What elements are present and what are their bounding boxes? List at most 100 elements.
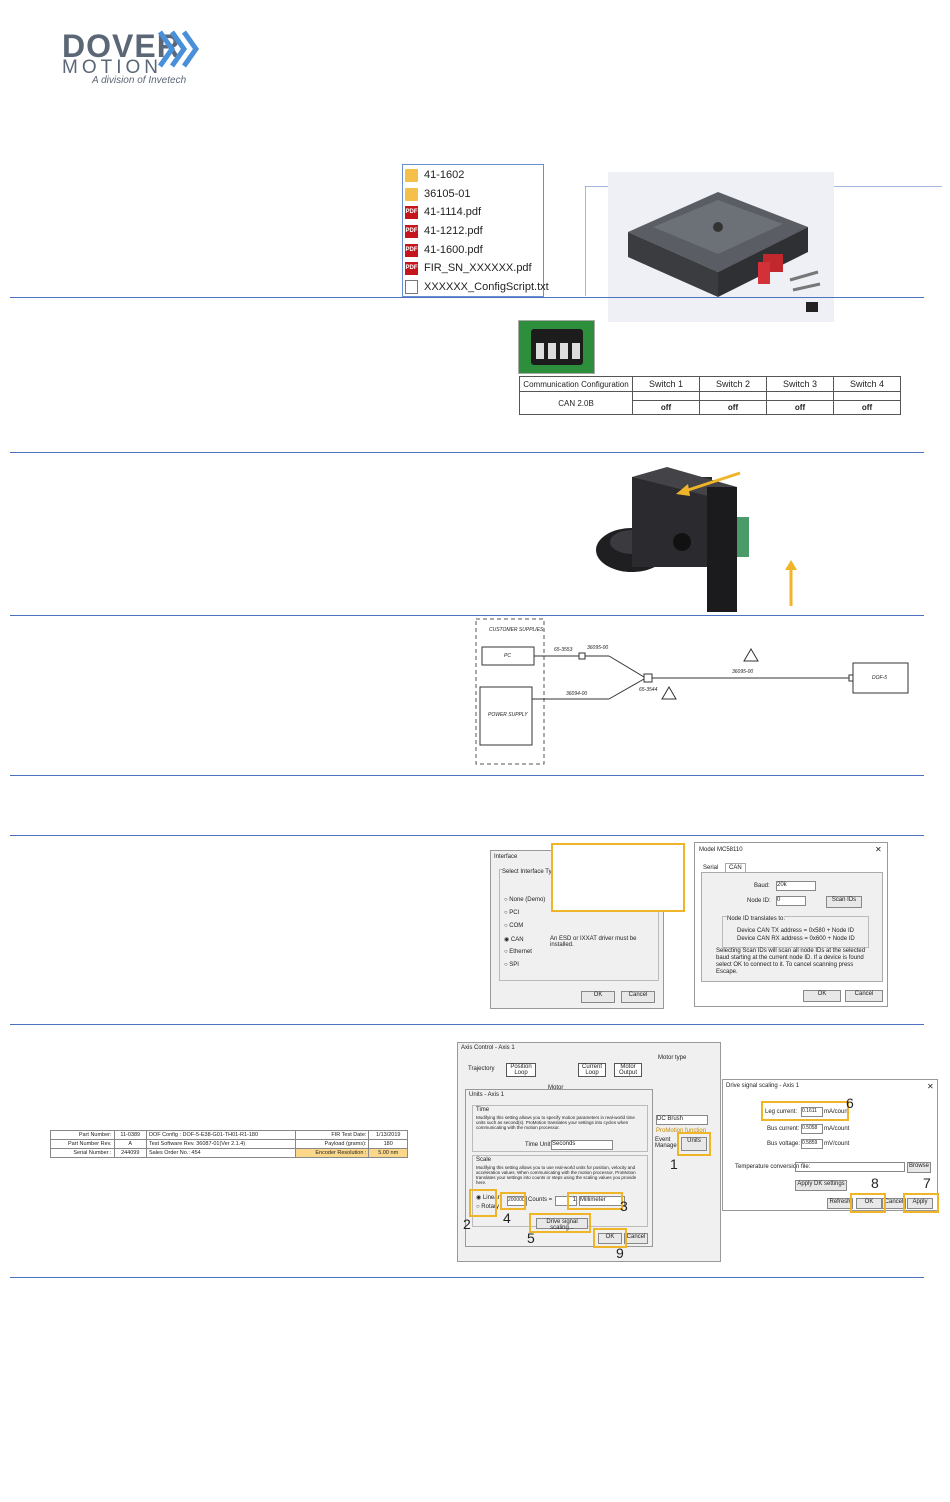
label-pc: PC (504, 653, 511, 659)
table-cell: off (632, 400, 700, 415)
step-number: 1 (670, 1156, 678, 1172)
window-title: Axis Control - Axis 1 (461, 1045, 515, 1051)
table-header: Communication Configuration (519, 376, 633, 392)
folder-icon (405, 168, 418, 182)
radio-pci[interactable]: ○ PCI (504, 910, 520, 916)
cancel-button[interactable]: Cancel (882, 1198, 906, 1209)
table-cell (833, 391, 901, 401)
ok-button[interactable]: OK (856, 1198, 882, 1209)
pdf-icon: PDF (405, 224, 418, 238)
tab-serial[interactable]: Serial (703, 865, 719, 871)
highlight-leg-current (761, 1101, 849, 1121)
radio-can[interactable]: ◉ CAN (504, 937, 524, 943)
scale-group: Scale Modifying this setting allows you … (472, 1155, 648, 1227)
table-row: Part Number: 11-0389 DOF Config : DOF-5-… (50, 1130, 408, 1140)
tab-can[interactable]: CAN (725, 863, 746, 872)
radio-rotary[interactable]: ○ Rotary (476, 1204, 499, 1210)
apply-button[interactable]: Apply (907, 1198, 933, 1209)
stage-mount-image (592, 462, 762, 614)
pdf-icon: PDF (405, 205, 418, 219)
stage-render-image (608, 172, 834, 322)
node-id-stepper[interactable]: 0 (776, 896, 806, 906)
radio-com[interactable]: ○ COM (504, 923, 524, 929)
dialog-title: Interface (494, 854, 518, 860)
can-note: An ESD or IXXAT driver must be installed… (550, 936, 637, 948)
cancel-button[interactable]: Cancel (624, 1233, 648, 1244)
dialog-title: Model MC58110 (699, 847, 743, 853)
highlight-unit-select (567, 1192, 623, 1210)
table-cell (766, 391, 834, 401)
arrow-up-icon (783, 560, 799, 613)
radio-none[interactable]: ○ None (Demo) (504, 897, 546, 903)
table-header: Switch 3 (766, 376, 834, 392)
model-dialog: Model MC58110 ✕ Serial CAN Baud: 20k Nod… (694, 842, 888, 1007)
unit-select[interactable]: Millimeter (579, 1196, 625, 1206)
scan-note: Selecting Scan IDs will scan all node ID… (716, 948, 866, 975)
leg-current-input[interactable]: 0.1611 (801, 1107, 823, 1117)
highlight-counts (500, 1192, 526, 1210)
bus-current-input[interactable]: 0.5058 (801, 1124, 823, 1134)
highlight-ok (593, 1228, 627, 1248)
section-divider (10, 835, 924, 836)
table-header: Switch 4 (833, 376, 901, 392)
ok-button[interactable]: OK (598, 1233, 622, 1244)
apply-dk-settings-button[interactable]: Apply DK settings (795, 1180, 847, 1191)
close-icon[interactable]: ✕ (927, 1082, 934, 1091)
ok-button[interactable]: OK (803, 990, 841, 1002)
part-info-table: Part Number: 11-0389 DOF Config : DOF-5-… (50, 1130, 408, 1158)
cancel-button[interactable]: Cancel (845, 990, 883, 1002)
temp-file-input[interactable] (795, 1162, 905, 1172)
can-panel: Baud: 20k Node ID: 0 Scan IDs Node ID tr… (701, 872, 883, 982)
section-divider (10, 775, 924, 776)
table-cell (699, 391, 767, 401)
dialog-title: Units - Axis 1 (469, 1092, 505, 1098)
table-header: Switch 1 (632, 376, 700, 392)
scan-ids-button[interactable]: Scan IDs (826, 896, 862, 908)
dialog-title: Drive signal scaling - Axis 1 (726, 1083, 800, 1089)
bus-voltage-input[interactable]: 0.5859 (801, 1139, 823, 1149)
step-number: 4 (503, 1210, 511, 1226)
dc-brush-select[interactable]: DC Brush (656, 1115, 708, 1125)
radio-linear[interactable]: ◉ Linear (476, 1195, 500, 1201)
baud-select[interactable]: 20k (776, 881, 816, 891)
file-item-folder[interactable]: 41-1602 (405, 166, 464, 184)
axis-diagram: Trajectory Position Loop Current Loop Mo… (468, 1055, 687, 1091)
file-item-txt[interactable]: XXXXXX_ConfigScript.txt (405, 278, 549, 296)
refresh-button[interactable]: Refresh (827, 1198, 853, 1209)
label-cable: 36095-00 (587, 645, 609, 651)
callout-box (551, 843, 685, 912)
logo-chevron-icon (157, 30, 202, 73)
event-manager-label: Event Manager (655, 1137, 679, 1149)
node-translate-group: Node ID translates to: Device CAN TX add… (722, 916, 869, 948)
file-item-folder[interactable]: 36105-01 (405, 185, 471, 203)
time-unit-select[interactable]: Seconds (551, 1140, 613, 1150)
units-dialog: Units - Axis 1 Time Modifying this setti… (465, 1089, 653, 1247)
step-number: 8 (871, 1175, 879, 1191)
table-row: Serial Number : 244099 Sales Order No.: … (50, 1148, 408, 1158)
arrow-icon (672, 470, 742, 505)
logo-motion: MOTION (62, 57, 162, 78)
step-number: 5 (527, 1230, 535, 1246)
table-cell (632, 391, 700, 401)
step-number: 7 (923, 1175, 931, 1191)
pdf-icon: PDF (405, 261, 418, 275)
browse-button[interactable]: Browse (907, 1162, 931, 1173)
switch-config-table: Communication Configuration Switch 1 Swi… (519, 376, 901, 415)
radio-ethernet[interactable]: ○ Ethernet (504, 949, 532, 955)
table-row: Part Number Rev. A Test Software Rev. 36… (50, 1139, 408, 1149)
unit-qty-input[interactable]: 1 (555, 1196, 577, 1206)
counts-input[interactable]: 200000 (507, 1196, 527, 1206)
ok-button[interactable]: OK (581, 991, 615, 1003)
label-power-supply: POWER SUPPLY (488, 712, 528, 718)
cancel-button[interactable]: Cancel (621, 991, 655, 1003)
radio-spi[interactable]: ○ SPI (504, 962, 519, 968)
table-header: Switch 2 (699, 376, 767, 392)
close-icon[interactable]: ✕ (875, 845, 882, 854)
drive-signal-scaling-button[interactable]: Drive signal scaling... (536, 1218, 588, 1231)
units-button[interactable]: Units (681, 1137, 707, 1151)
